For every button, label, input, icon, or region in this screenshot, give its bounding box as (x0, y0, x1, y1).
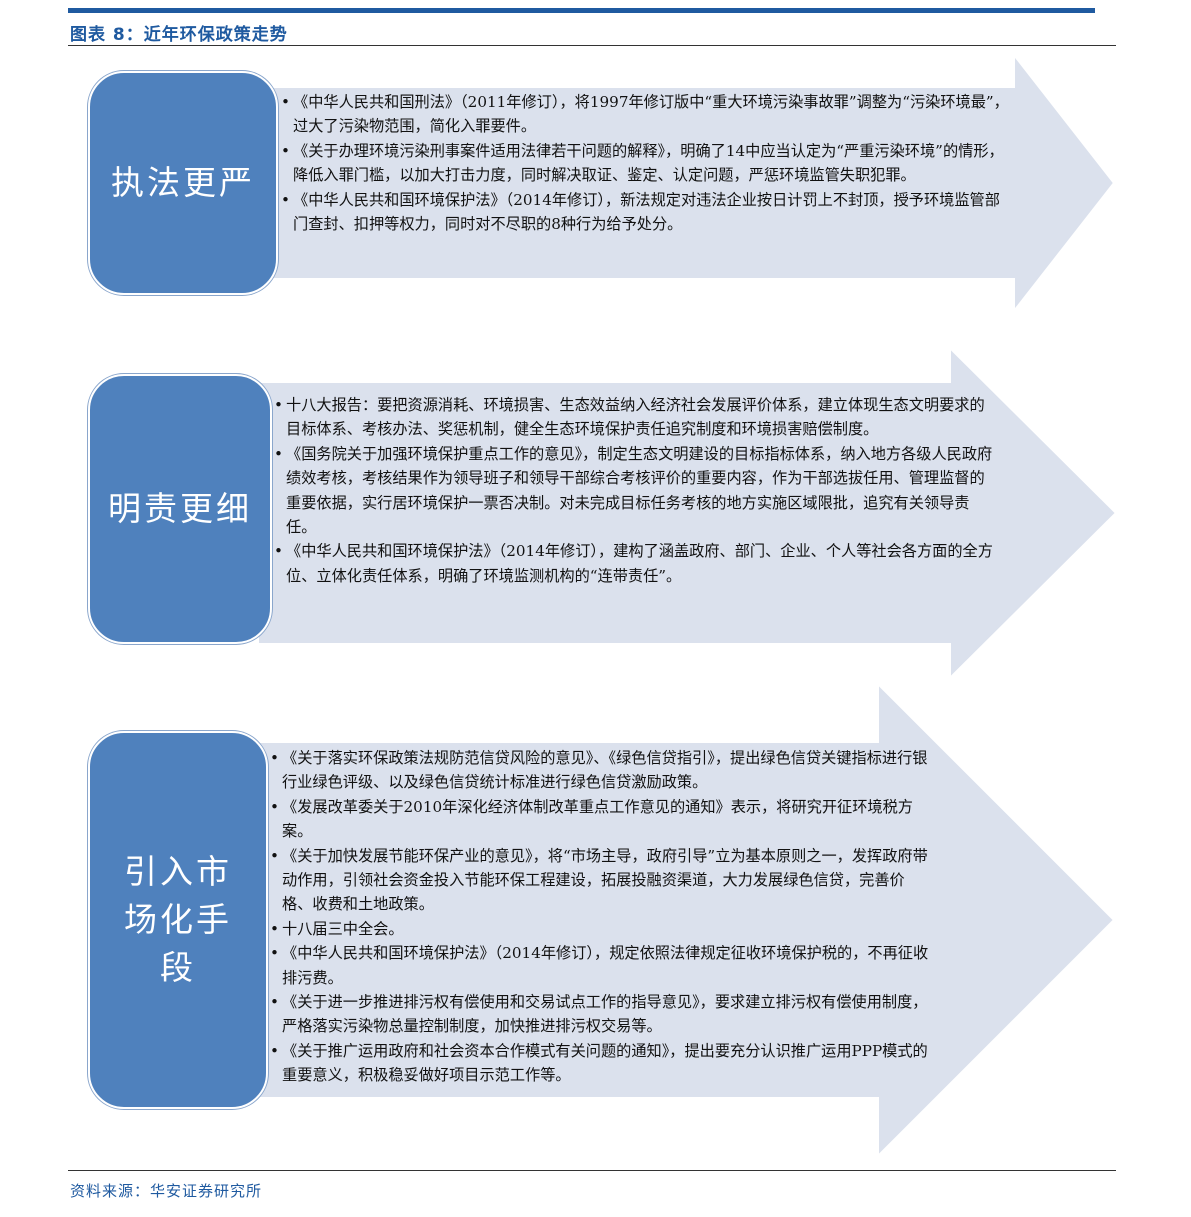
list-item: 《中华人民共和国环境保护法》（2014年修订），建构了涵盖政府、部门、企业、个人… (274, 539, 994, 588)
list-item: 《中华人民共和国环境保护法》（2014年修订），规定依照法律规定征收环境保护税的… (270, 941, 930, 990)
section-label-3: 引入市场化手段 (88, 731, 268, 1109)
list-item: 《关于进一步推进排污权有偿使用和交易试点工作的指导意见》，要求建立排污权有偿使用… (270, 990, 930, 1039)
section-label-1: 执法更严 (88, 71, 278, 295)
top-accent-bar (68, 8, 1095, 13)
section-2-items: 十八大报告：要把资源消耗、环境损害、生态效益纳入经济社会发展评价体系，建立体现生… (274, 393, 994, 588)
section-3-items: 《关于落实环保政策法规防范信贷风险的意见》、《绿色信贷指引》，提出绿色信贷关键指… (270, 746, 930, 1088)
figure-title: 图表 8：近年环保政策走势 (70, 25, 288, 45)
list-item: 十八届三中全会。 (270, 917, 930, 942)
title-divider (68, 45, 1116, 46)
list-item: 《关于办理环境污染刑事案件适用法律若干问题的解释》，明确了14中应当认定为“严重… (281, 139, 1011, 188)
source-note: 资料来源：华安证券研究所 (70, 1182, 263, 1200)
list-item: 《关于推广运用政府和社会资本合作模式有关问题的通知》，提出要充分认识推广运用PP… (270, 1039, 930, 1088)
list-item: 十八大报告：要把资源消耗、环境损害、生态效益纳入经济社会发展评价体系，建立体现生… (274, 393, 994, 442)
list-item: 《国务院关于加强环境保护重点工作的意见》，制定生态文明建设的目标指标体系，纳入地… (274, 442, 994, 540)
list-item: 《中华人民共和国环境保护法》（2014年修订），新法规定对违法企业按日计罚上不封… (281, 188, 1011, 237)
list-item: 《中华人民共和国刑法》（2011年修订），将1997年修订版中“重大环境污染事故… (281, 90, 1011, 139)
section-label-2: 明责更细 (88, 374, 272, 644)
footer-divider (68, 1170, 1116, 1171)
list-item: 《关于落实环保政策法规防范信贷风险的意见》、《绿色信贷指引》，提出绿色信贷关键指… (270, 746, 930, 795)
list-item: 《发展改革委关于2010年深化经济体制改革重点工作意见的通知》表示，将研究开征环… (270, 795, 930, 844)
list-item: 《关于加快发展节能环保产业的意见》，将“市场主导，政府引导”立为基本原则之一，发… (270, 844, 930, 917)
section-1-items: 《中华人民共和国刑法》（2011年修订），将1997年修订版中“重大环境污染事故… (281, 90, 1011, 236)
